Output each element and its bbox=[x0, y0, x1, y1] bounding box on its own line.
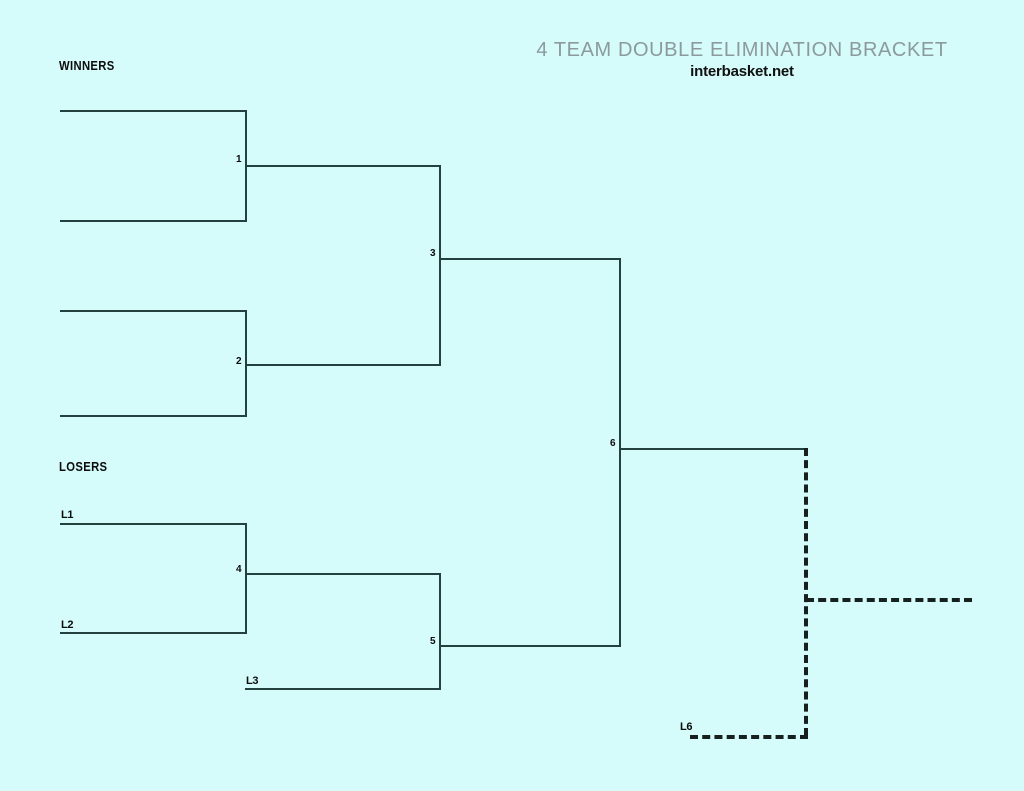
losers-l1-slot-line bbox=[60, 523, 247, 525]
site-credit: interbasket.net bbox=[690, 63, 794, 80]
losers-game5-advance-line bbox=[439, 645, 621, 647]
winners-game1-number: 1 bbox=[236, 154, 242, 165]
winners-game3-advance-line bbox=[439, 258, 621, 260]
winners-game2-bottom-slot-line bbox=[60, 415, 247, 417]
winners-game2-advance-line bbox=[245, 364, 441, 366]
page-title: 4 TEAM DOUBLE ELIMINATION BRACKET bbox=[536, 39, 948, 61]
losers-l3-slot-line bbox=[245, 688, 441, 690]
winners-game2-number: 2 bbox=[236, 356, 242, 367]
final-game6-number: 6 bbox=[610, 438, 616, 449]
winners-game3-connector bbox=[439, 165, 441, 364]
winners-game3-number: 3 bbox=[430, 248, 436, 259]
final-game6-connector bbox=[619, 258, 621, 645]
winners-game1-bottom-slot-line bbox=[60, 220, 247, 222]
losers-slot-l6-label: L6 bbox=[680, 721, 693, 733]
losers-game4-number: 4 bbox=[236, 564, 242, 575]
losers-game4-advance-line bbox=[245, 573, 441, 575]
losers-slot-l3-label: L3 bbox=[246, 675, 259, 687]
winners-section-heading: WINNERS bbox=[59, 59, 115, 73]
losers-slot-l1-label: L1 bbox=[61, 509, 74, 521]
winners-game2-top-slot-line bbox=[60, 310, 247, 312]
winners-game1-advance-line bbox=[245, 165, 441, 167]
final-game6-advance-line bbox=[619, 448, 808, 450]
losers-l2-slot-line bbox=[60, 632, 247, 634]
losers-l6-slot-line bbox=[690, 735, 808, 739]
losers-game4-connector bbox=[245, 523, 247, 632]
if-necessary-game-connector bbox=[804, 448, 808, 736]
winners-game1-top-slot-line bbox=[60, 110, 247, 112]
losers-slot-l2-label: L2 bbox=[61, 619, 74, 631]
losers-game5-connector bbox=[439, 573, 441, 688]
winners-game2-connector bbox=[245, 310, 247, 415]
losers-game5-number: 5 bbox=[430, 636, 436, 647]
losers-section-heading: LOSERS bbox=[59, 460, 108, 474]
champion-advance-line bbox=[806, 598, 972, 602]
title-block: 4 TEAM DOUBLE ELIMINATION BRACKET interb… bbox=[532, 39, 952, 81]
